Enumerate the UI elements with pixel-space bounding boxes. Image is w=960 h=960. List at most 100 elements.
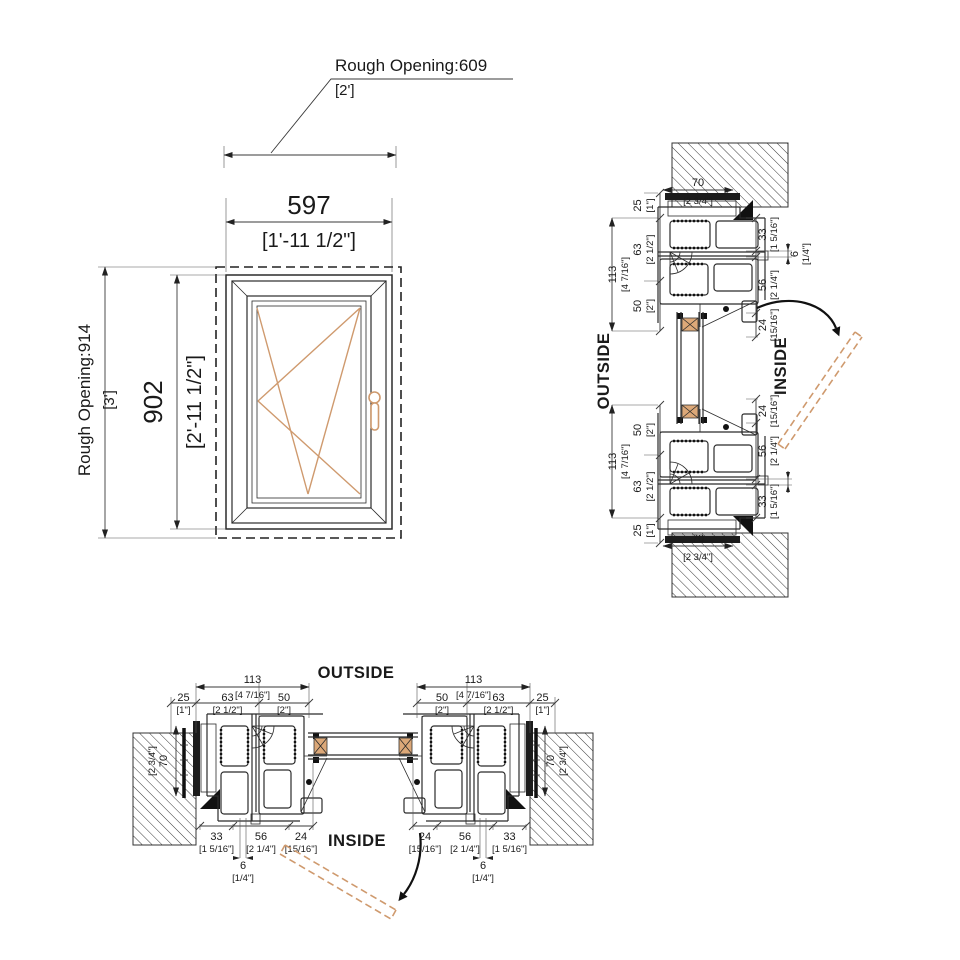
dim-25-in: [1"] [536, 705, 550, 716]
dim-56-in: [2 1/4"] [769, 436, 780, 466]
glazing-unit [308, 732, 418, 760]
dim-33-in: [1 5/16"] [769, 484, 780, 519]
dim-24-in: [15/16"] [769, 309, 780, 341]
dim-50-in: [2"] [277, 705, 291, 716]
tilt-turn-symbol [256, 307, 361, 495]
height-mm-label: 902 [138, 380, 168, 423]
wall-hatch-left [132, 732, 197, 846]
sash-inner [251, 300, 367, 504]
dim-113-mm: 113 [465, 674, 483, 686]
dim-25-mm: 25 [536, 692, 548, 704]
dim-113-in: [4 7/16"] [620, 257, 631, 292]
corner-miters [231, 280, 387, 524]
window-handle [368, 391, 381, 431]
dim-33-in: [1 5/16"] [199, 844, 234, 855]
rough-width-label: Rough Opening:609 [335, 56, 487, 75]
dim-113-in: [4 7/16"] [235, 690, 270, 701]
width-mm-label: 597 [287, 190, 330, 220]
dim-33-in: [1 5/16"] [769, 217, 780, 252]
dim-6-mm: 6 [480, 860, 486, 872]
dim-6-in: [1/4"] [801, 243, 812, 265]
rough-opening-dashed-rect [215, 266, 402, 539]
window-frame-outer [225, 274, 393, 530]
dim-24-mm: 24 [295, 831, 307, 843]
dim-33-in: [1 5/16"] [492, 844, 527, 855]
dim-33-mm: 33 [757, 228, 769, 240]
dim-25-in: [1"] [645, 524, 656, 538]
elevation-view: Rough Opening:609 [2'] 597 [1'-11 1/2"] … [75, 56, 513, 539]
head-assembly [656, 191, 770, 329]
open-sash-dashed [777, 331, 863, 450]
width-ftin-label: [1'-11 1/2"] [262, 230, 356, 252]
height-ftin-label: [2'-11 1/2"] [184, 355, 206, 449]
glass-pane [256, 305, 362, 499]
dim-25-mm: 25 [177, 692, 189, 704]
dim-25-in: [1"] [645, 199, 656, 213]
leader-line [270, 78, 513, 154]
outside-label: OUTSIDE [595, 333, 613, 410]
dim-113-mm: 113 [607, 453, 619, 471]
wall-hatch-right [529, 732, 594, 846]
dim-24-mm: 24 [757, 319, 769, 331]
dim-56-in: [2 1/4"] [246, 844, 276, 855]
outside-label: OUTSIDE [318, 664, 395, 682]
dim-56-in: [2 1/4"] [769, 270, 780, 300]
dim-50-mm: 50 [632, 300, 644, 312]
dim-24-mm: 24 [757, 405, 769, 417]
vertical-section-left-dims: 25 [1"] 63 [2 1/2"] 50 [2"] 113 [4 7/16"… [607, 188, 665, 548]
dim-70-mm: 70 [545, 755, 557, 767]
vertical-section-overlap-dims: 70 [2 3/4"] 70 [2 3/4"] [662, 177, 734, 563]
dim-56-mm: 56 [255, 831, 267, 843]
dim-70-mm: 70 [158, 755, 170, 767]
dim-50-mm: 50 [278, 692, 290, 704]
dim-63-mm: 63 [632, 480, 644, 492]
dim-70-in: [2 3/4"] [683, 196, 713, 207]
dim-56-mm: 56 [757, 279, 769, 291]
dim-56-mm: 56 [757, 445, 769, 457]
dim-50-in: [2"] [645, 423, 656, 437]
dim-25-mm: 25 [632, 524, 644, 536]
dim-63-in: [2 1/2"] [484, 705, 514, 716]
dim-113-mm: 113 [607, 266, 619, 284]
swing-arrow [398, 832, 422, 902]
dim-63-mm: 63 [221, 692, 233, 704]
dim-70-mm: 70 [692, 533, 704, 545]
horizontal-section-top-dims: 113 [4 7/16"] 113 [4 7/16"] 25 [1"] 63 [… [166, 674, 560, 733]
dim-63-in: [2 1/2"] [213, 705, 243, 716]
horizontal-section-overlap-dims: 70 [2 3/4"] 70 [2 3/4"] [147, 725, 569, 797]
dim-24-mm: 24 [419, 831, 431, 843]
dim-33-mm: 33 [757, 495, 769, 507]
dim-24-in: [15/16"] [409, 844, 441, 855]
inside-label: INSIDE [328, 832, 386, 850]
vertical-section-view: 25 [1"] 63 [2 1/2"] 50 [2"] 113 [4 7/16"… [595, 142, 863, 598]
dim-56-mm: 56 [459, 831, 471, 843]
rough-width-ft-label: [2'] [335, 82, 355, 99]
dim-50-mm: 50 [632, 424, 644, 436]
horizontal-section-view: 113 [4 7/16"] 113 [4 7/16"] 25 [1"] 63 [… [132, 664, 594, 920]
dim-56-in: [2 1/4"] [450, 844, 480, 855]
dim-6-in: [1/4"] [472, 873, 494, 884]
dim-50-in: [2"] [435, 705, 449, 716]
dim-113-in: [4 7/16"] [456, 690, 491, 701]
open-sash-dashed [279, 844, 397, 920]
dim-70-in: [2 3/4"] [558, 746, 569, 776]
vertical-section-right-dims: 33 [1 5/16"] 56 [2 1/4"] 24 [15/16"] 6 [… [746, 213, 812, 523]
left-jamb-assembly [191, 712, 329, 826]
sill-assembly [656, 407, 770, 545]
dim-70-mm: 70 [692, 177, 704, 189]
dim-25-mm: 25 [632, 199, 644, 211]
dim-63-in: [2 1/2"] [645, 235, 656, 265]
dim-25-in: [1"] [177, 705, 191, 716]
dim-113-mm: 113 [244, 674, 262, 686]
window-frame-inner [231, 280, 387, 524]
dim-63-in: [2 1/2"] [645, 472, 656, 502]
wall-screws [180, 728, 540, 798]
dim-63-mm: 63 [632, 243, 644, 255]
right-jamb-assembly [397, 712, 535, 826]
dim-6-mm: 6 [789, 251, 801, 257]
rough-height-label: Rough Opening:914 [75, 324, 94, 476]
dim-6-in: [1/4"] [232, 873, 254, 884]
dim-33-mm: 33 [503, 831, 515, 843]
inside-label: INSIDE [772, 337, 790, 395]
